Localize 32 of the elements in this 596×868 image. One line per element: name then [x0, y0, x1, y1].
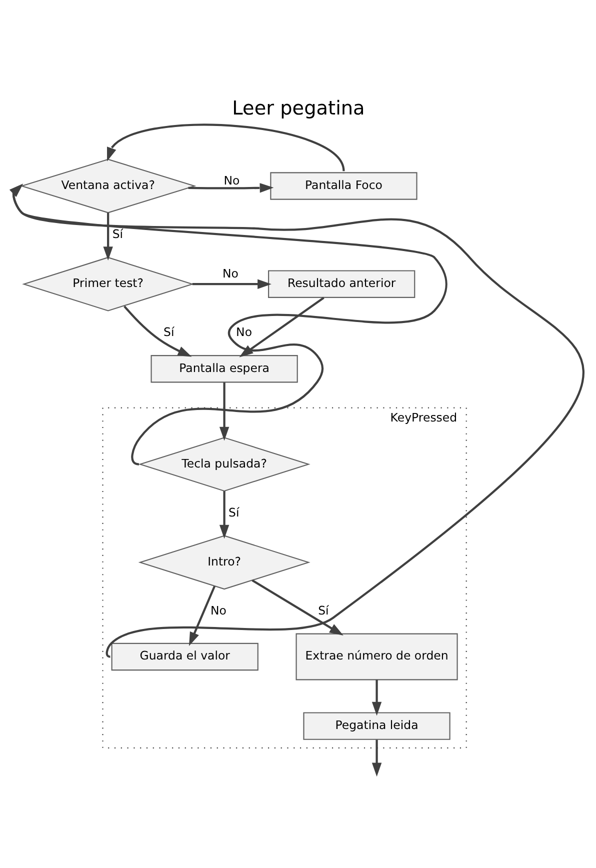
arrow: [9, 183, 446, 465]
node-box: Pegatina leida: [302, 712, 450, 740]
arrow: [371, 739, 382, 776]
node-box: Pantalla espera: [150, 354, 298, 382]
node-box: Resultado anterior: [268, 270, 415, 298]
arrow: [9, 183, 584, 656]
node-box: Pantalla Foco: [270, 172, 417, 200]
arrow: [218, 490, 229, 538]
arrow: [123, 305, 192, 356]
arrow: [251, 578, 343, 635]
edge-label: Sí: [228, 504, 239, 519]
node-diamond: Primer test?: [22, 256, 194, 311]
arrow: [106, 123, 344, 171]
edge-label: No: [222, 266, 238, 280]
node-diamond: Tecla pulsada?: [138, 436, 310, 491]
edge-label: No: [223, 173, 240, 188]
edge-label: Sí: [112, 226, 123, 241]
node-box: Extrae número de orden: [295, 632, 458, 680]
arrow: [102, 212, 112, 260]
arrow: [371, 679, 382, 716]
node-box: Guarda el valor: [110, 642, 258, 670]
arrow: [192, 278, 271, 288]
node-diamond: Ventana activa?: [19, 158, 196, 213]
diagram-title: Leer pegatina: [232, 96, 364, 119]
edge-label: No: [236, 324, 252, 339]
arrow: [188, 182, 274, 192]
edge-label: Sí: [163, 324, 174, 339]
arrow: [188, 585, 216, 646]
node-diamond: Intro?: [138, 534, 310, 590]
arrow: [218, 382, 229, 440]
edge-label: No: [210, 602, 226, 617]
edge-label: Sí: [318, 602, 328, 617]
